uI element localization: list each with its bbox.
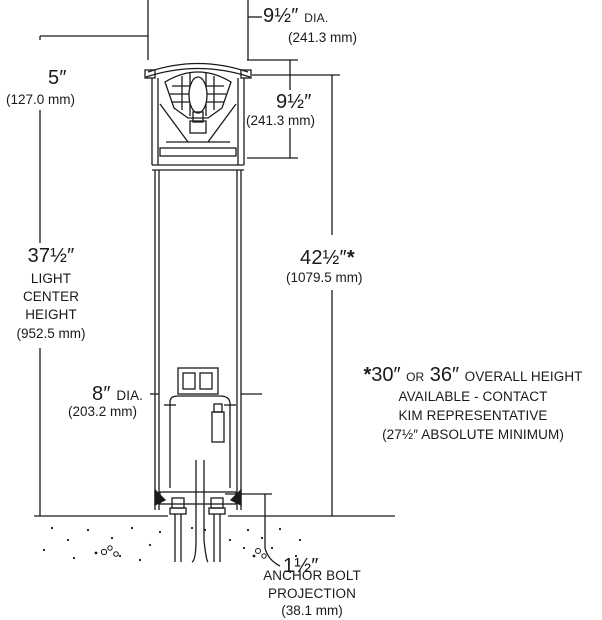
bolt-projection-line2: PROJECTION bbox=[267, 586, 356, 601]
bolt-projection-leader bbox=[264, 547, 281, 567]
bollard-pole bbox=[154, 170, 242, 510]
top-dia-label: 9½″ DIA. bbox=[263, 5, 329, 27]
base-dia-label: 8″ DIA. bbox=[92, 383, 144, 405]
lamp-head bbox=[144, 62, 252, 171]
base-dia-mm: (203.2 mm) bbox=[68, 404, 138, 419]
left-offset-label: 5″ bbox=[48, 67, 67, 89]
light-center-line3: HEIGHT bbox=[25, 307, 77, 322]
bolt-projection-line1: ANCHOR BOLT bbox=[263, 568, 361, 583]
height-option-note: *30″ OR 36″ OVERALL HEIGHT bbox=[363, 364, 583, 386]
height-option-note-line4: (27½″ ABSOLUTE MINIMUM) bbox=[382, 427, 564, 442]
height-option-note-line3: KIM REPRESENTATIVE bbox=[398, 408, 548, 423]
internal-components bbox=[154, 367, 242, 563]
height-option-note-line2: AVAILABLE - CONTACT bbox=[398, 389, 548, 404]
light-center-mm: (952.5 mm) bbox=[16, 326, 86, 341]
overall-height-label: 42½″* bbox=[300, 247, 355, 269]
anchor-bolts bbox=[169, 497, 226, 562]
head-height-mm: (241.3 mm) bbox=[246, 113, 316, 128]
light-center-line1: LIGHT bbox=[30, 271, 72, 286]
light-center-label: 37½″ bbox=[27, 245, 75, 267]
soil-texture bbox=[42, 526, 302, 562]
bolt-projection-label: 1½″ bbox=[283, 555, 319, 577]
light-center-line2: CENTER bbox=[22, 289, 80, 304]
left-offset-mm: (127.0 mm) bbox=[6, 92, 76, 107]
overall-height-mm: (1079.5 mm) bbox=[286, 270, 363, 285]
bolt-projection-mm: (38.1 mm) bbox=[281, 603, 343, 618]
head-height-label: 9½″ bbox=[276, 91, 312, 113]
top-dia-mm: (241.3 mm) bbox=[288, 30, 358, 45]
